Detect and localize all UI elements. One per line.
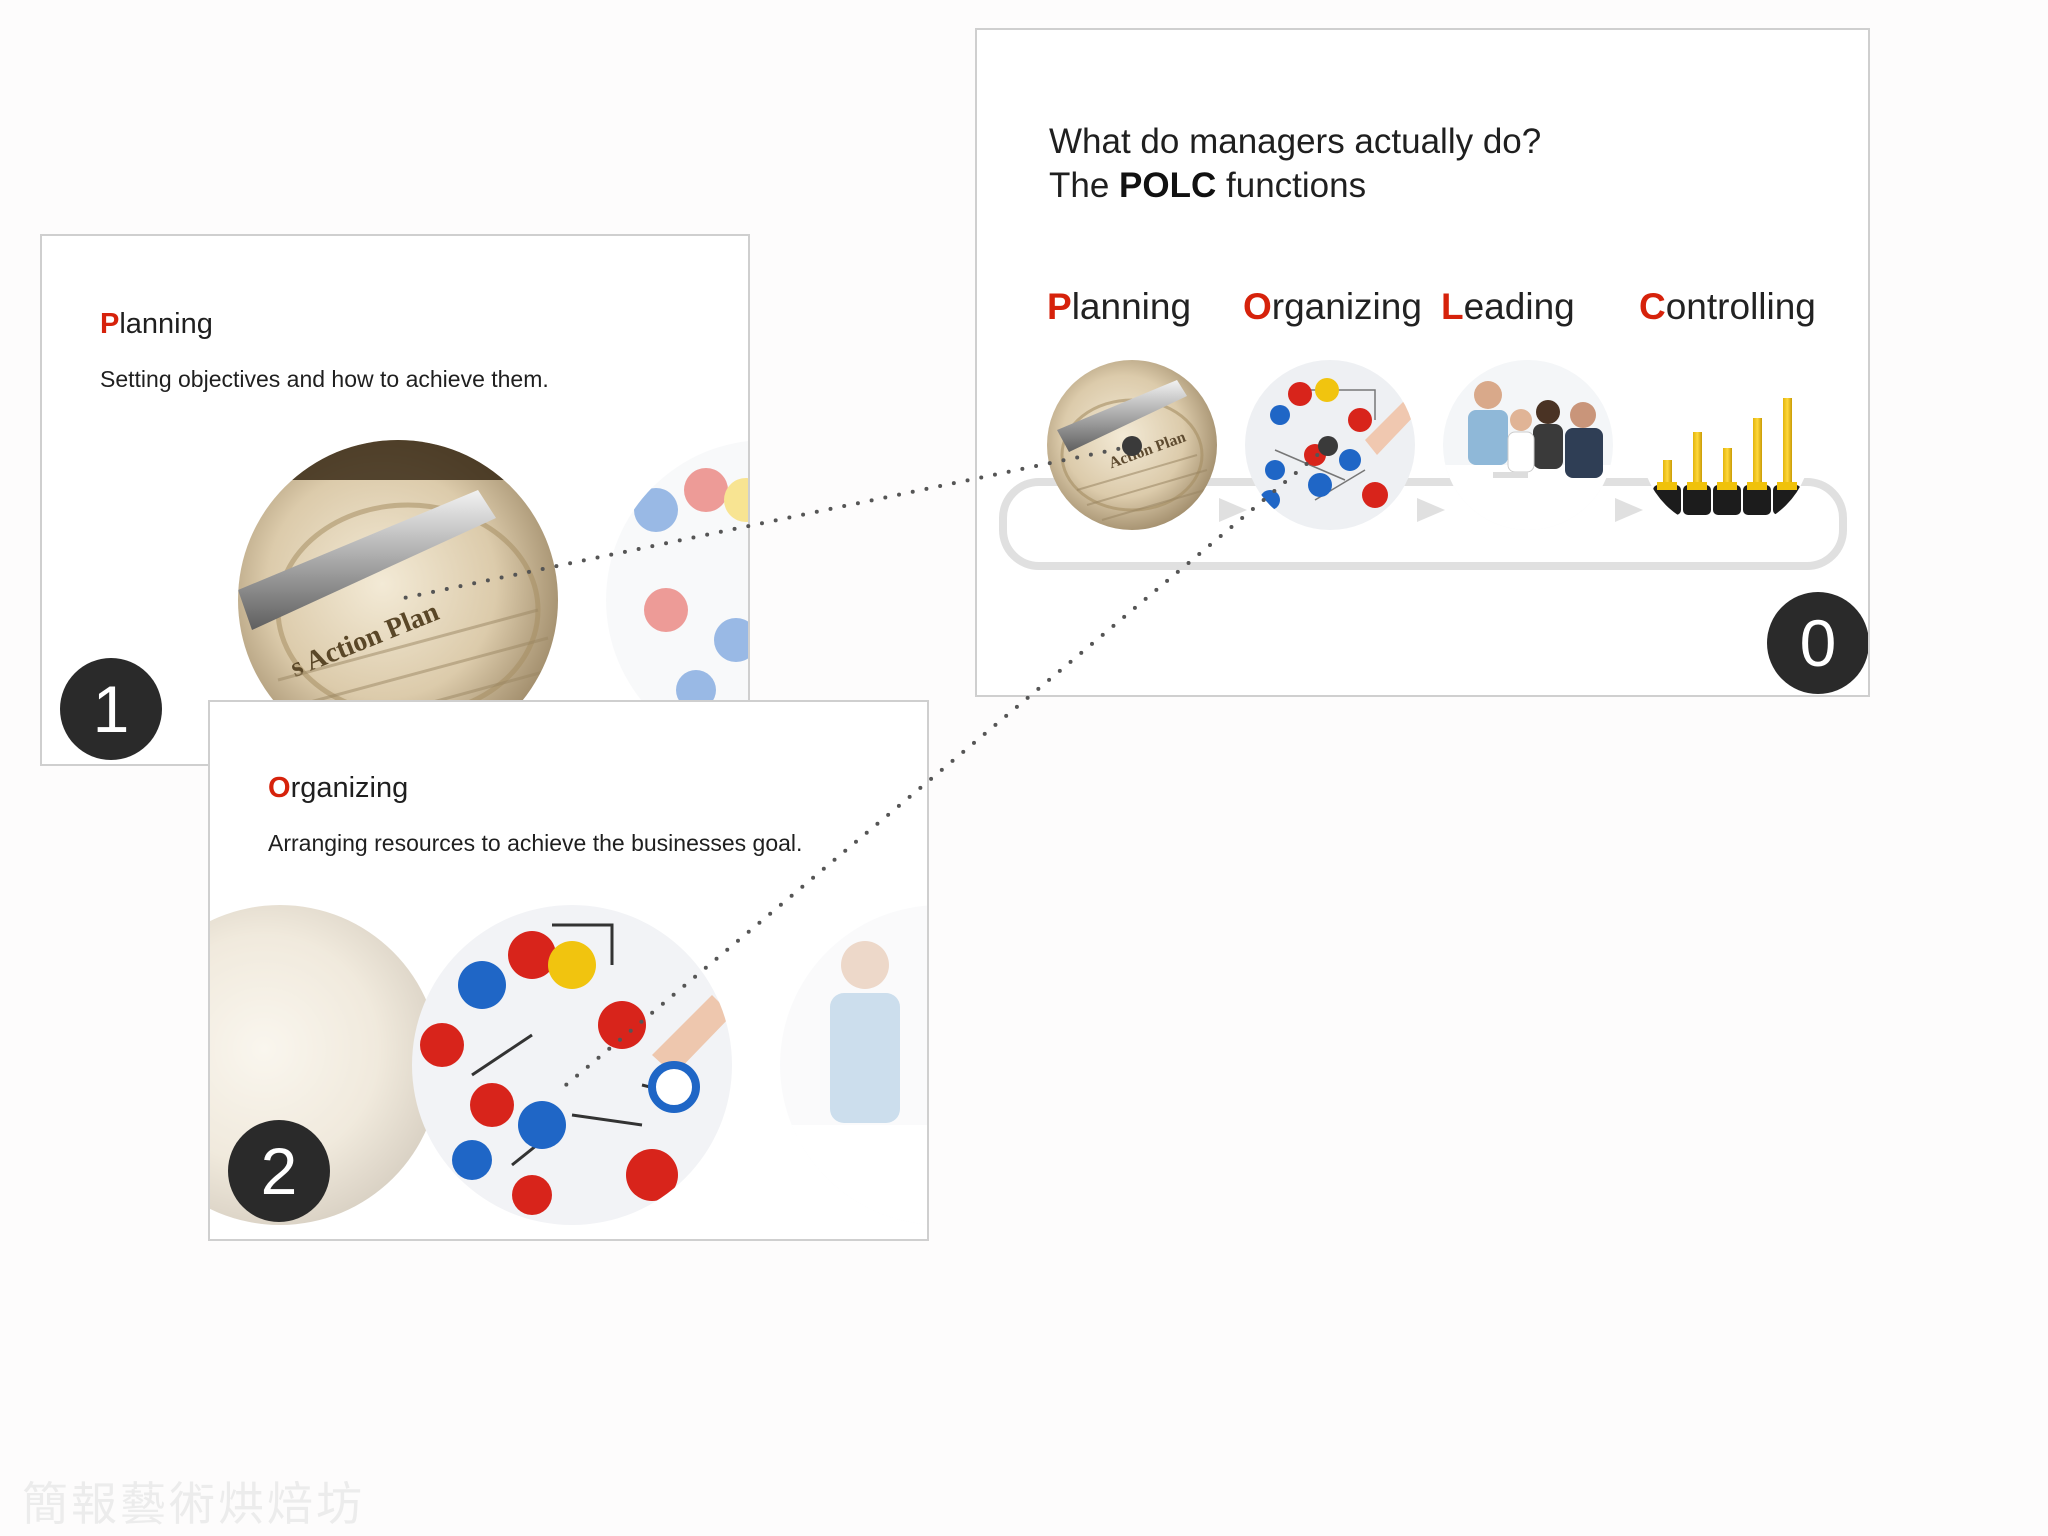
organizing-image[interactable]	[1245, 360, 1415, 530]
slide-heading: Planning	[100, 308, 213, 341]
heading-rest: lanning	[119, 308, 213, 340]
title-line-1: What do managers actually do?	[1049, 122, 1542, 161]
function-label-planning: Planning	[1047, 286, 1191, 328]
heading-initial: P	[100, 308, 120, 340]
function-label-controlling: Controlling	[1639, 286, 1816, 328]
heading-initial: O	[268, 772, 291, 804]
function-label-leading: Leading	[1441, 286, 1575, 328]
function-initial: C	[1639, 286, 1666, 327]
function-rest: eading	[1463, 286, 1575, 327]
slide-heading: Organizing	[268, 772, 408, 805]
slide-description: Arranging resources to achieve the busin…	[268, 830, 803, 856]
slide-number-badge: 0	[1767, 592, 1868, 694]
slide-number-badge: 2	[228, 1120, 330, 1222]
controlling-image[interactable]	[1641, 360, 1811, 530]
organizing-slide[interactable]: Organizing Arranging resources to achiev…	[208, 700, 929, 1241]
title-polc: POLC	[1119, 166, 1217, 205]
function-initial: L	[1441, 286, 1464, 327]
planning-slide[interactable]: Planning Setting objectives and how to a…	[40, 234, 750, 766]
function-label-organizing: Organizing	[1243, 286, 1422, 328]
function-rest: ontrolling	[1665, 286, 1816, 327]
function-initial: O	[1243, 286, 1272, 327]
function-rest: rganizing	[1271, 286, 1422, 327]
slide-title: What do managers actually do? The POLC f…	[1049, 120, 1541, 208]
slide-number-badge: 1	[60, 658, 162, 760]
planning-image[interactable]: Action Plan	[1047, 360, 1217, 530]
organizing-closeup-image	[412, 905, 732, 1225]
title-line-2: The POLC functions	[1049, 164, 1541, 208]
overview-slide[interactable]: What do managers actually do? The POLC f…	[975, 28, 1870, 697]
leading-preview-image	[780, 905, 927, 1225]
function-initial: P	[1047, 286, 1072, 327]
slide-description: Setting objectives and how to achieve th…	[100, 366, 549, 392]
function-labels: Planning Organizing Leading Controlling	[1047, 286, 1867, 336]
watermark: 簡報藝術烘焙坊	[22, 1478, 365, 1530]
title-prefix: The	[1049, 166, 1120, 205]
leading-image[interactable]	[1443, 360, 1613, 530]
heading-rest: rganizing	[290, 772, 409, 804]
function-rest: lanning	[1071, 286, 1192, 327]
title-suffix: functions	[1216, 166, 1367, 205]
